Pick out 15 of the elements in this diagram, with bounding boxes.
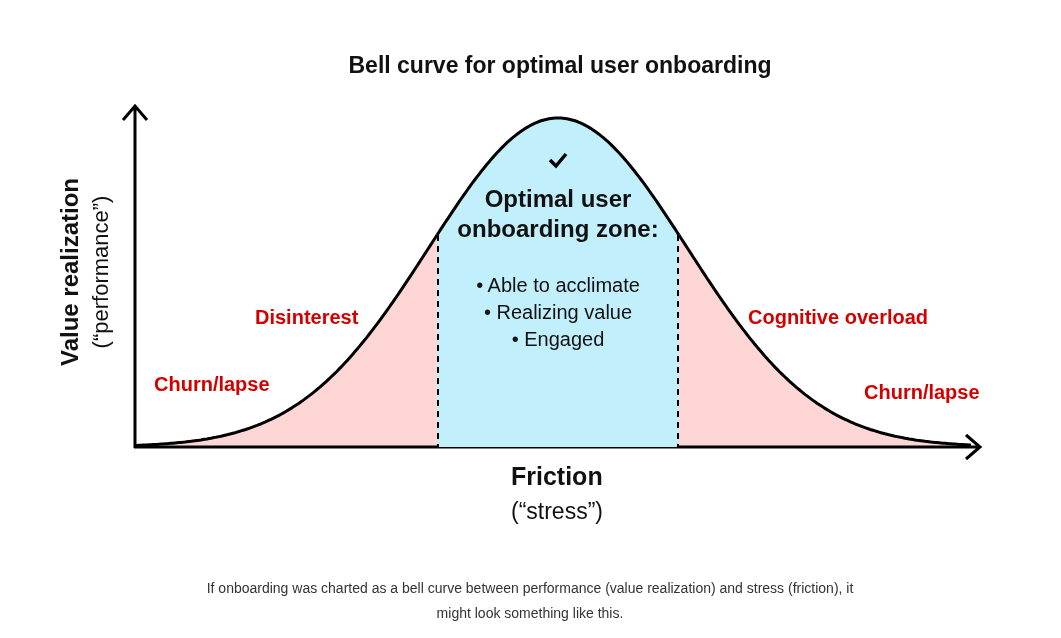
bullet-point: • Realizing value (483, 300, 633, 325)
zone-label: Churn/lapse (864, 381, 980, 404)
axis-label: Friction (511, 462, 603, 491)
caption: If onboarding was charted as a bell curve between performance (value realization) and stress (friction), it might look something like this. (205, 579, 855, 623)
zone-label: Disinterest (255, 306, 359, 329)
zone-heading: Optimal user onboarding zone: (457, 184, 659, 244)
optimal-zone-region (437, 116, 679, 447)
zone-label: Cognitive overload (748, 306, 929, 329)
bullet-point: • Engaged (511, 327, 605, 352)
zone-label: Churn/lapse (154, 373, 270, 396)
bullet-point: • Able to acclimate (476, 273, 640, 298)
axis-label: (“stress”) (511, 498, 603, 525)
chart-title: Bell curve for optimal user onboarding (347, 52, 773, 79)
axis-label: (“performance”) (87, 195, 114, 349)
axis-label: Value realization (56, 177, 85, 367)
